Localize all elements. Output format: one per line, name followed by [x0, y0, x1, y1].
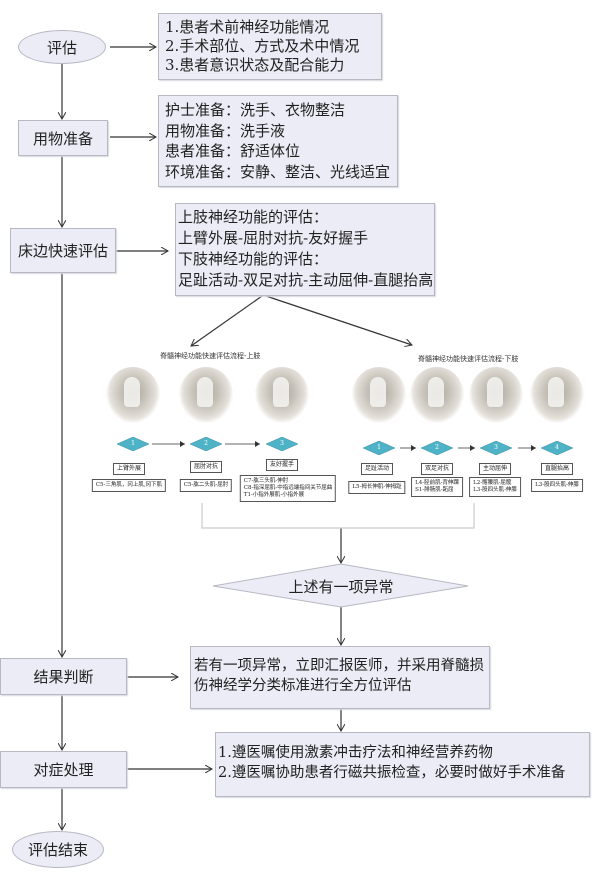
- step-number: 1: [377, 444, 381, 451]
- step-label: 友好握手: [265, 459, 299, 471]
- lower-limb-title: 脊髓神经功能快速评估流程-下肢: [418, 355, 519, 363]
- photo-upper-2: [179, 367, 233, 423]
- decision-label: 上述有一项异常: [288, 578, 394, 596]
- node-bedside-label: 床边快速评估: [17, 242, 108, 260]
- step-detail: L5-拇长伸肌-伸拇趾: [348, 481, 406, 494]
- step-detail-line: S1-腓肠肌-跖屈: [415, 487, 454, 493]
- node-treat-label: 对症处理: [33, 761, 94, 779]
- treat-detail: 1.遵医嘱使用激素冲击疗法和神经营养药物: [218, 745, 493, 761]
- step-detail: L3-股四头肌-伸膝: [531, 479, 583, 492]
- decision-diamond: [212, 563, 469, 608]
- step-diamond: 3: [266, 437, 298, 451]
- step-diamond: 2: [190, 437, 222, 451]
- step-detail-line: L3-股四头肌-伸膝: [473, 487, 517, 493]
- treat-details-box: 1.遵医嘱使用激素冲击疗法和神经营养药物 2.遵医嘱协助患者行磁共振检查，必要时…: [215, 732, 590, 797]
- step-diamond: 3: [480, 441, 512, 455]
- result-detail: 若有一项异常，立即汇报医师，并采用脊髓损: [194, 658, 484, 674]
- prep-details-box: 护士准备：洗手、衣物整洁 用物准备：洗手液 患者准备：舒适体位 环境准备：安静、…: [158, 95, 398, 187]
- step-label: 主动屈伸: [478, 463, 512, 475]
- node-prep-label: 用物准备: [32, 129, 93, 148]
- photo-lower-4: [530, 367, 584, 423]
- bedside-detail: 下肢神经功能的评估：: [178, 250, 329, 268]
- step-number: 2: [435, 444, 439, 451]
- step-number: 3: [494, 444, 498, 451]
- bedside-detail: 上臂外展-屈肘对抗-友好握手: [178, 229, 369, 247]
- prep-detail: 护士准备：洗手、衣物整洁: [165, 101, 346, 119]
- assess-detail: 3.患者意识状态及配合能力: [165, 56, 345, 74]
- step-detail: C5-三角肌，冈上肌,冈下肌: [91, 479, 167, 492]
- photo-upper-1: [106, 367, 160, 423]
- step-label: 直腿抬高: [540, 463, 574, 475]
- step-number: 1: [131, 440, 135, 447]
- step-label: 双足对抗: [420, 463, 454, 475]
- node-bedside: 床边快速评估: [10, 228, 116, 273]
- step-diamond: 1: [363, 441, 395, 455]
- step-diamond: 1: [117, 437, 149, 451]
- step-detail-line: T1-小指外展肌-小指外展: [243, 492, 305, 498]
- photo-upper-3: [255, 367, 309, 423]
- step-label: 屈肘对抗: [189, 461, 223, 473]
- node-result-label: 结果判断: [33, 668, 94, 686]
- step-detail: L4-胫前肌-背伸踝 S1-腓肠肌-跖屈: [411, 477, 463, 497]
- result-details-box: 若有一项异常，立即汇报医师，并采用脊髓损 伤神经学分类标准进行全方位评估: [190, 646, 490, 709]
- step-number: 3: [280, 440, 284, 447]
- step-detail-line: L5-拇长伸肌-伸拇趾: [352, 484, 402, 490]
- node-assess: 评估: [18, 30, 106, 64]
- assess-details-box: 1.患者术前神经功能情况 2.手术部位、方式及术中情况 3.患者意识状态及配合能…: [158, 13, 382, 80]
- bedside-details-box: 上肢神经功能的评估： 上臂外展-屈肘对抗-友好握手 下肢神经功能的评估： 足趾活…: [175, 203, 435, 296]
- bedside-detail: 足趾活动-双足对抗-主动屈伸-直腿抬高: [178, 271, 434, 289]
- node-end-label: 评估结束: [27, 841, 88, 859]
- step-detail-line: L2-髂腰肌-屈髋: [473, 480, 512, 486]
- step-label: 足趾活动: [360, 463, 394, 475]
- step-detail-line: C5-肱二头肌-屈肘: [183, 482, 229, 488]
- arrow-to-lower-limb: [265, 295, 412, 345]
- photo-lower-1: [352, 367, 406, 423]
- prep-detail: 环境准备：安静、整洁、光线适宜: [165, 162, 391, 181]
- step-diamond: 2: [421, 441, 453, 455]
- step-detail-line: C7-肱三头肌-伸肘: [243, 478, 289, 484]
- step-detail: C5-肱二头肌-屈肘: [179, 479, 233, 492]
- prep-detail: 用物准备：洗手液: [165, 121, 286, 140]
- node-end: 评估结束: [12, 831, 104, 868]
- step-label: 上臂外展: [112, 463, 146, 475]
- result-detail: 伤神经学分类标准进行全方位评估: [194, 678, 412, 694]
- node-result: 结果判断: [0, 658, 127, 695]
- node-treat: 对症处理: [0, 751, 127, 788]
- step-detail-line: L3-股四头肌-伸膝: [535, 482, 579, 488]
- step-diamond: 4: [541, 441, 573, 455]
- arrow-to-upper-limb: [191, 295, 263, 346]
- step-number: 4: [555, 444, 559, 451]
- step-detail-line: L4-胫前肌-背伸踝: [415, 480, 459, 486]
- step-detail: L2-髂腰肌-屈髋 L3-股四头肌-伸膝: [469, 477, 521, 497]
- treat-detail: 2.遵医嘱协助患者行磁共振检查，必要时做好手术准备: [218, 765, 566, 781]
- assess-detail: 2.手术部位、方式及术中情况: [165, 37, 360, 55]
- node-prep: 用物准备: [18, 120, 108, 156]
- step-detail: C7-肱三头肌-伸肘 C8-指深屈肌-中指远端指间关节屈曲 T1-小指外展肌-小…: [239, 475, 337, 502]
- prep-detail: 患者准备：舒适体位: [165, 142, 301, 160]
- assess-detail: 1.患者术前神经功能情况: [165, 18, 330, 36]
- step-number: 2: [204, 440, 208, 447]
- upper-limb-title: 脊髓神经功能快速评估流程-上肢: [160, 352, 261, 360]
- node-assess-label: 评估: [46, 38, 77, 57]
- step-detail-line: C8-指深屈肌-中指远端指间关节屈曲: [243, 485, 333, 491]
- photo-lower-2: [410, 367, 464, 423]
- photo-bracket: [201, 503, 475, 529]
- photo-lower-3: [469, 367, 523, 423]
- step-detail-line: C5-三角肌，冈上肌,冈下肌: [95, 482, 163, 488]
- bedside-detail: 上肢神经功能的评估：: [178, 208, 329, 226]
